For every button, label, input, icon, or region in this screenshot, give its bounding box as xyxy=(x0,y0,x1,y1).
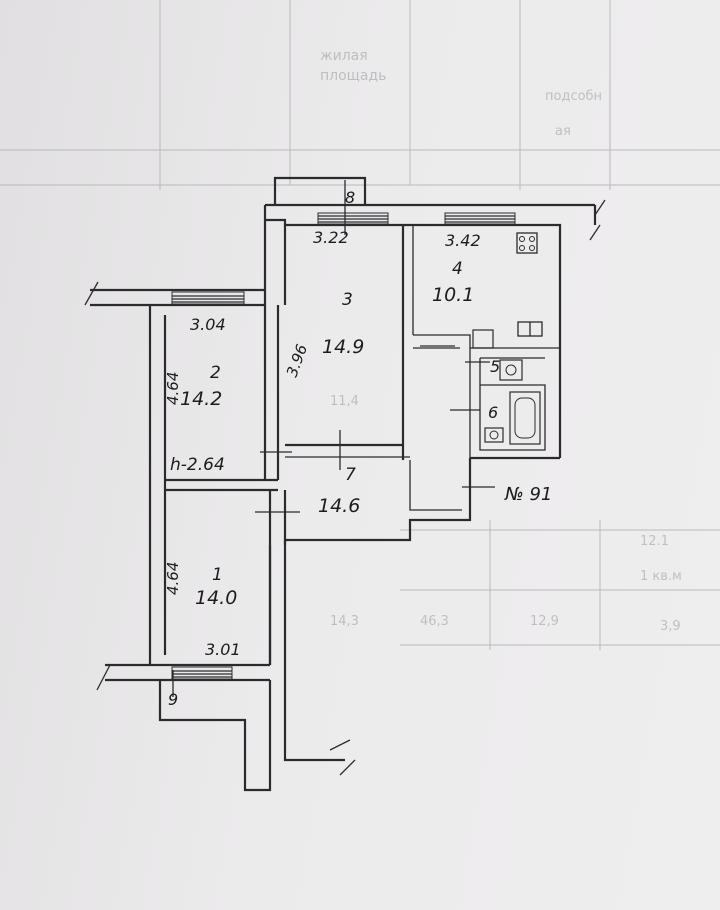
washbasin-icon xyxy=(484,427,504,443)
bathtub-icon xyxy=(509,391,541,445)
fixtures xyxy=(472,232,543,445)
ceiling-height-note: h-2.64 xyxy=(170,455,225,475)
ghost-text-5: 12.1 xyxy=(640,534,669,549)
room-8-number: 8 xyxy=(345,188,355,207)
ghost-text-4: ая xyxy=(555,124,571,139)
window-room-4 xyxy=(444,212,516,225)
background-table-text: жилая площадь подсобн ая 12.1 1 кв.м 3,9… xyxy=(320,48,682,634)
room-1-number: 1 xyxy=(212,565,223,585)
window-room-2 xyxy=(171,291,245,305)
room-4-width: 3.42 xyxy=(445,231,481,250)
ghost-text-10: 12,9 xyxy=(530,614,559,629)
room-7-number: 7 xyxy=(345,465,356,485)
room-3-width: 3.22 xyxy=(313,228,349,247)
ghost-text-8: 14,3 xyxy=(330,614,359,629)
sink-icon xyxy=(517,321,543,337)
windows xyxy=(171,212,516,680)
room-9-number: 9 xyxy=(168,690,178,709)
room-3-number: 3 xyxy=(342,290,353,310)
room-labels: 3.22 3 14.9 3.96 3.42 4 10.1 3.04 2 14.2… xyxy=(164,188,552,709)
partition-marks xyxy=(172,180,495,697)
room-1-width: 3.01 xyxy=(205,640,241,659)
window-room-3 xyxy=(317,212,389,225)
ventilation-duct xyxy=(472,329,494,349)
ghost-text-1: жилая xyxy=(320,48,368,64)
ghost-text-2: площадь xyxy=(320,68,386,84)
interior-walls xyxy=(165,225,560,665)
ghost-text-9: 46,3 xyxy=(420,614,449,629)
flat-number-note: № 91 xyxy=(504,484,552,505)
background-table-grid xyxy=(0,0,720,650)
room-2-length: 4.64 xyxy=(164,372,182,405)
toilet-icon xyxy=(499,359,523,381)
room-2-area: 14.2 xyxy=(180,388,222,410)
ghost-text-7: 3,9 xyxy=(660,619,681,634)
room-4-area: 10.1 xyxy=(432,284,474,306)
room-2-width: 3.04 xyxy=(190,315,226,334)
window-room-1 xyxy=(171,666,233,680)
room-4-number: 4 xyxy=(452,259,463,279)
room-1-area: 14.0 xyxy=(195,587,237,609)
ghost-text-3: подсобн xyxy=(545,89,602,104)
room-3-length: 3.96 xyxy=(283,342,311,380)
room-6-number: 6 xyxy=(488,403,498,422)
stove-icon xyxy=(516,232,538,254)
ghost-text-6: 1 кв.м xyxy=(640,569,682,584)
ghost-text-11: 11,4 xyxy=(330,394,359,409)
room-3-area: 14.9 xyxy=(322,336,364,358)
room-5-number: 5 xyxy=(490,357,500,376)
exterior-walls xyxy=(84,176,606,792)
room-7-area: 14.6 xyxy=(318,495,360,517)
room-1-length: 4.64 xyxy=(164,562,182,595)
room-2-number: 2 xyxy=(210,363,221,383)
